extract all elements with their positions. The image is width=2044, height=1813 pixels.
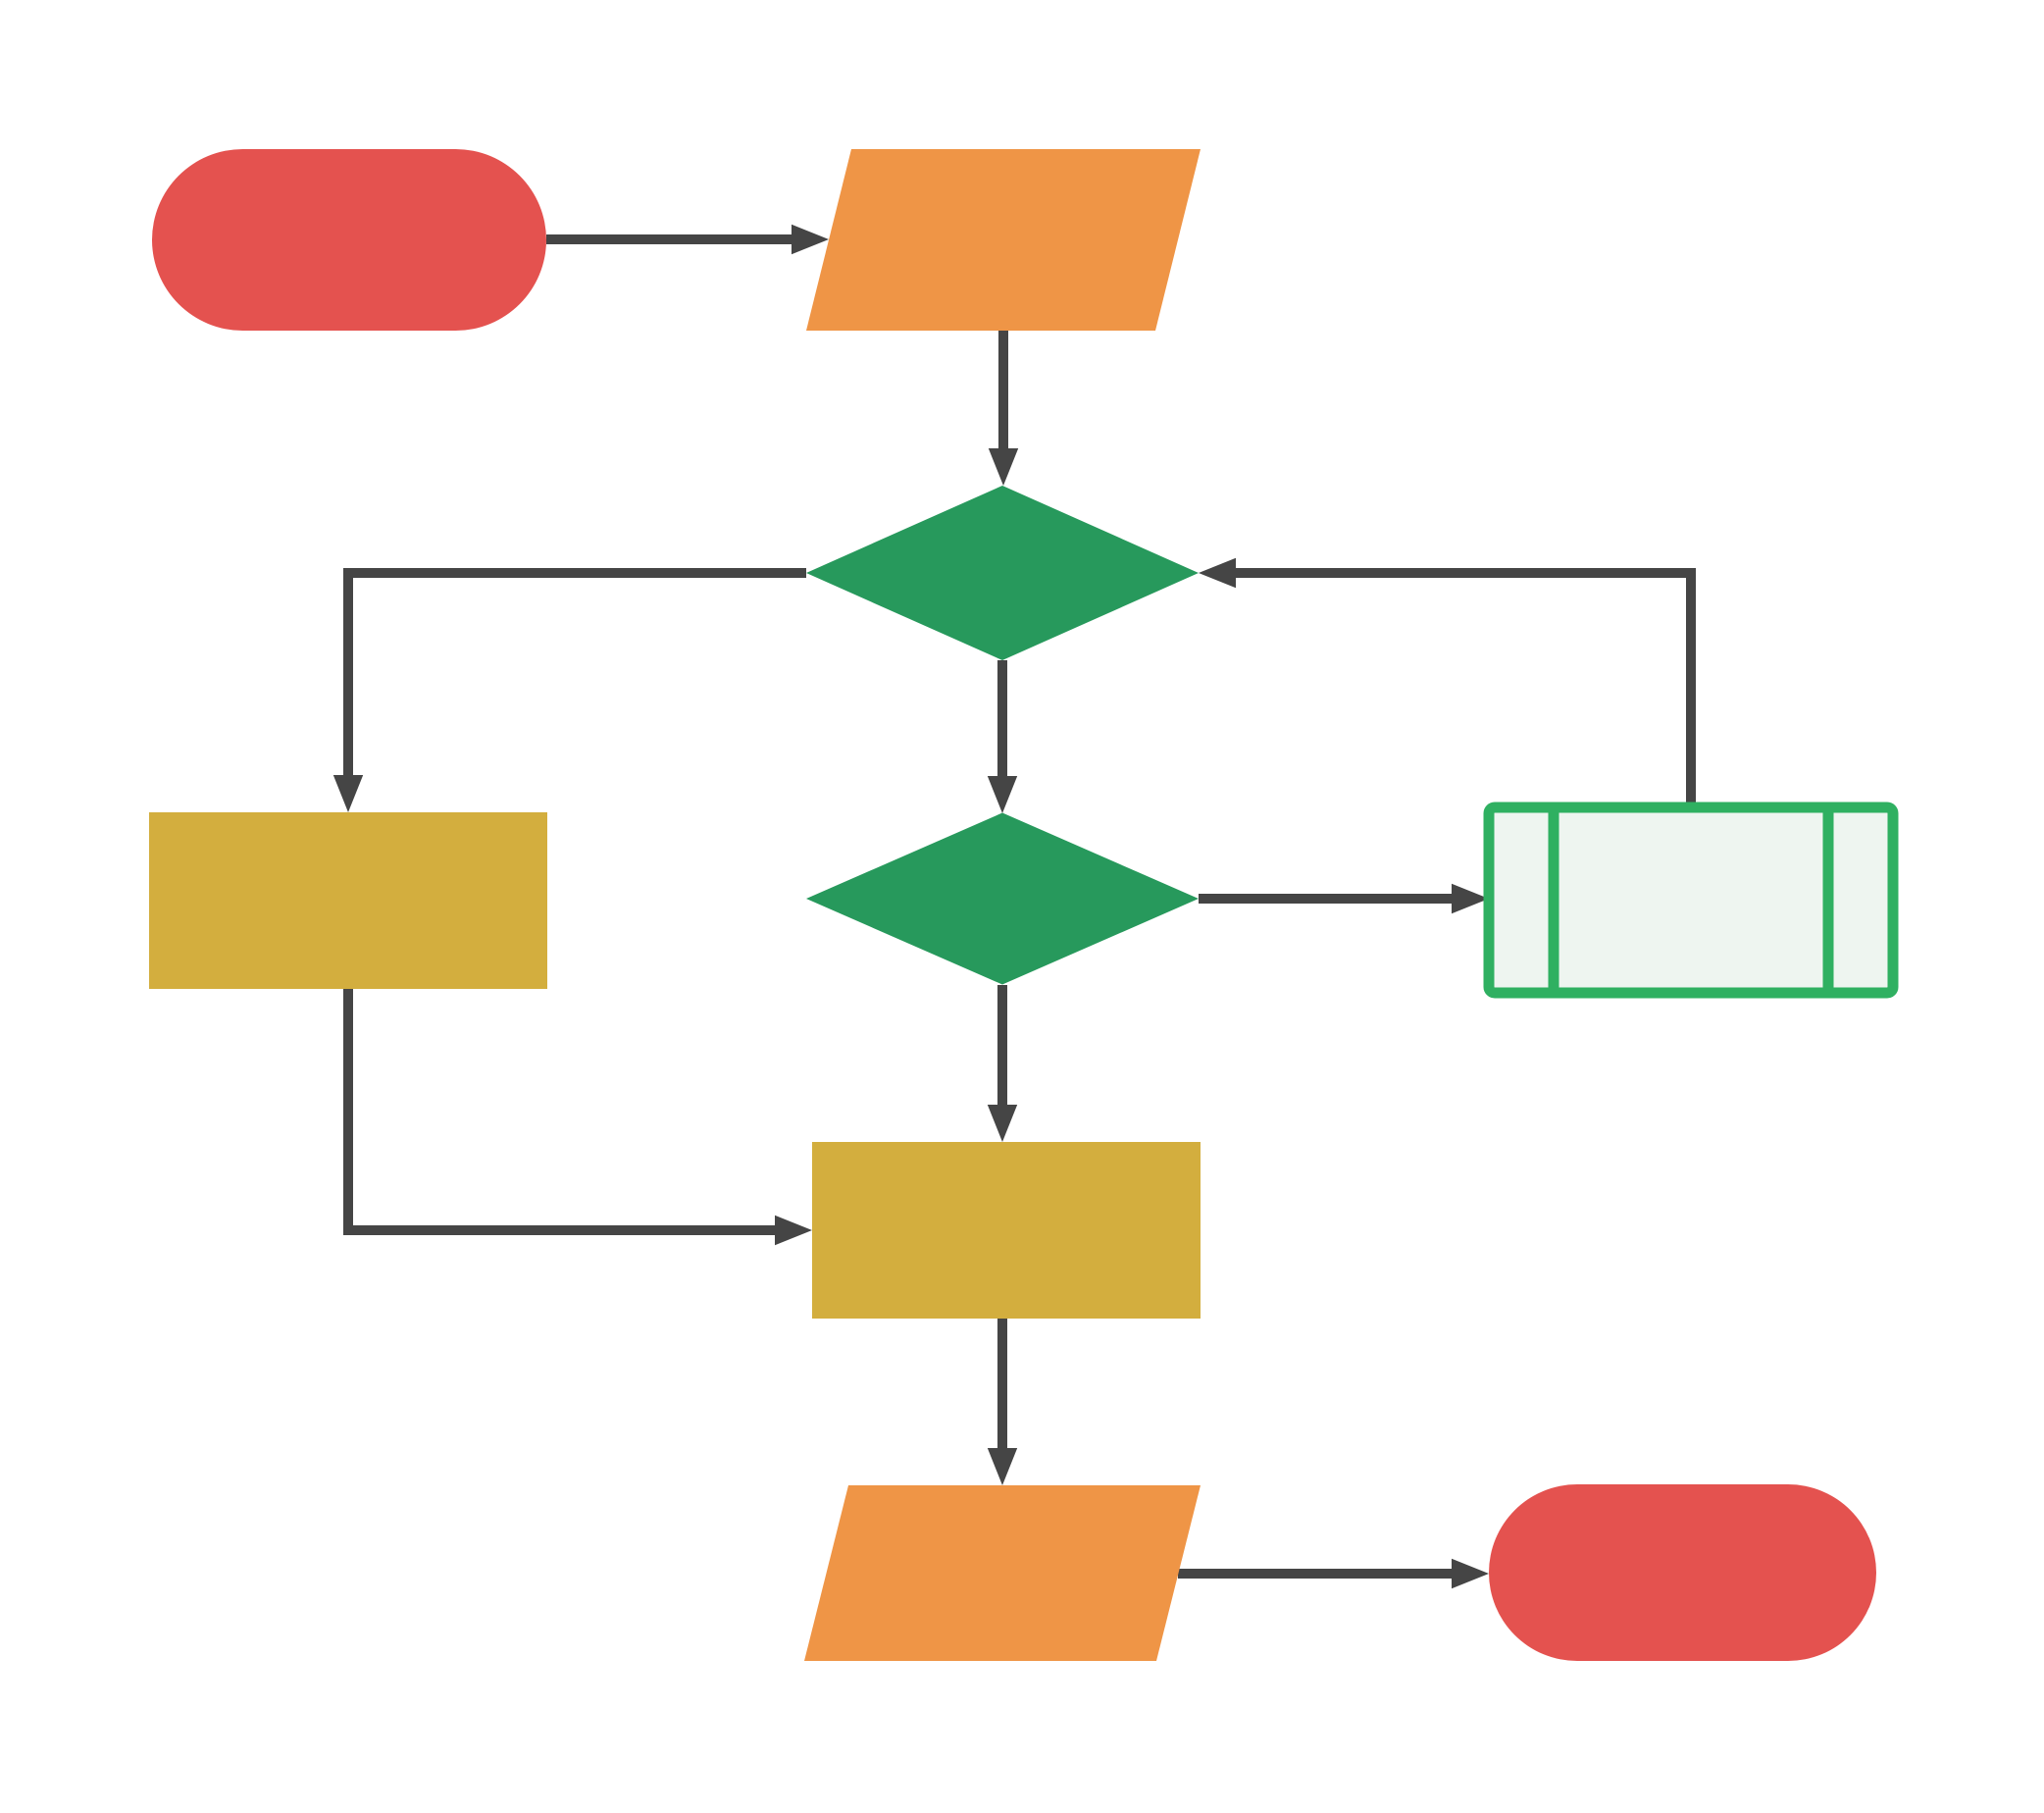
- predefined-process: [1483, 802, 1899, 999]
- process-left: [149, 812, 547, 989]
- io-input: [806, 149, 1201, 331]
- process-center: [812, 1142, 1201, 1319]
- io-output: [804, 1485, 1201, 1661]
- decision-2: [806, 812, 1199, 985]
- edge-predefined-to-decision-1: [1199, 557, 1696, 807]
- edge-decision-1-to-process-left: [332, 568, 806, 812]
- decision-1: [806, 486, 1199, 660]
- terminator-end: [1489, 1484, 1876, 1661]
- predefined-process-body: [1483, 802, 1899, 999]
- terminator-start: [152, 149, 546, 331]
- edge-process-left-to-process-center: [343, 989, 812, 1246]
